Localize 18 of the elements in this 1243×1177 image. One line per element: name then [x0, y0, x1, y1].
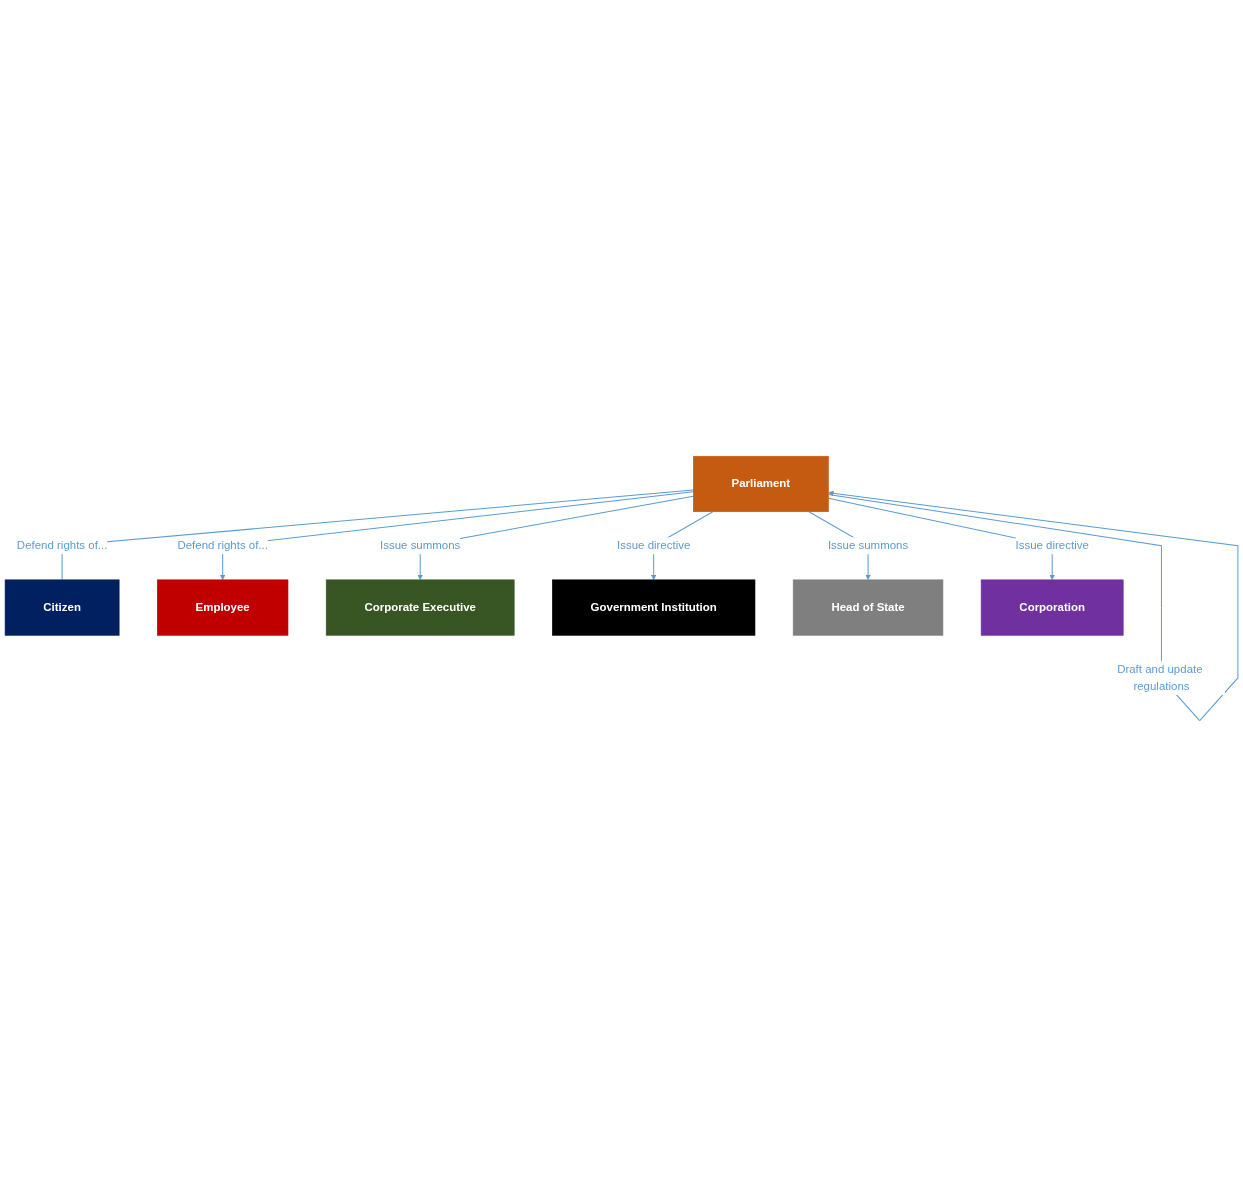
- node-box: Parliament: [693, 455, 829, 512]
- edge-label: Issue summons: [380, 539, 461, 552]
- edge-label: Draft and update regulations: [1117, 662, 1203, 693]
- edge-label: Issue directive: [617, 539, 691, 552]
- arrow: [219, 491, 694, 581]
- edge-label: Defend rights of...: [177, 539, 268, 552]
- node-box: Citizen: [4, 579, 120, 636]
- node-box: Head of State: [792, 579, 944, 636]
- arrow: [417, 495, 694, 581]
- connector: [61, 489, 694, 581]
- arrow: [827, 497, 1055, 581]
- edge-label: Issue summons: [827, 539, 909, 552]
- node-box: Corporate Executive: [325, 579, 515, 636]
- node-box: Employee: [157, 579, 289, 636]
- edge-label: Issue directive: [1015, 539, 1089, 552]
- node-box: Government Institution: [552, 579, 756, 636]
- node-box: Corporation: [980, 579, 1124, 636]
- edge-label: Defend rights of...: [16, 539, 108, 552]
